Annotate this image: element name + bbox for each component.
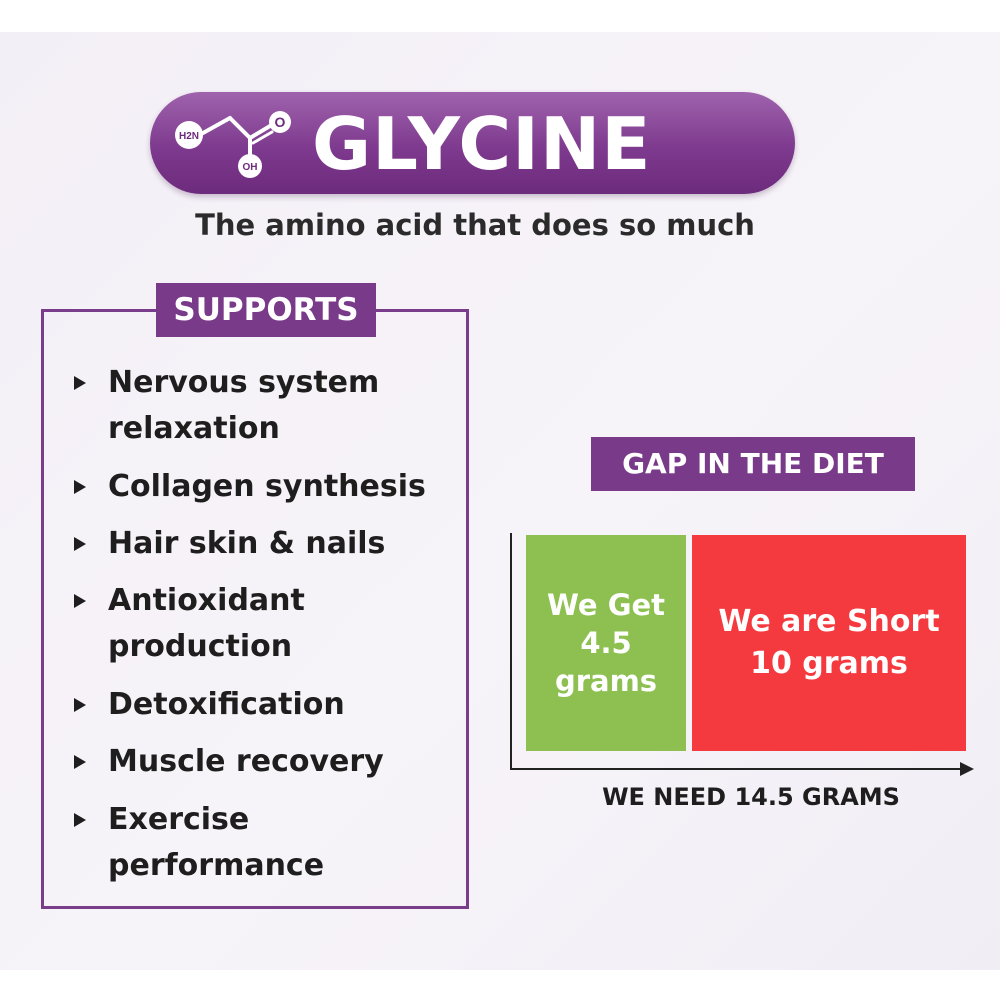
supports-item: Hair skin & nails: [108, 526, 386, 561]
y-axis: [510, 533, 512, 770]
x-axis: [510, 768, 962, 770]
amine-label: H2N: [179, 131, 199, 142]
glycine-molecule-icon: H2N O OH: [175, 111, 291, 178]
bullet-icon: [74, 537, 86, 551]
hydroxyl-label: OH: [243, 162, 258, 173]
supports-item: Antioxidant production: [108, 583, 305, 664]
supports-item: Detoxification: [108, 687, 345, 722]
bullet-icon: [74, 813, 86, 827]
supports-item: Exercise performance: [108, 802, 325, 883]
page-title: GLYCINE: [312, 102, 652, 186]
x-axis-arrow-icon: [960, 762, 974, 776]
gap-heading: GAP IN THE DIET: [591, 437, 915, 491]
title-banner: [150, 92, 795, 194]
bullet-icon: [74, 755, 86, 769]
tagline: The amino acid that does so much: [195, 208, 755, 242]
supports-item: Nervous system relaxation: [108, 365, 380, 446]
bullet-icon: [74, 594, 86, 608]
we-are-short-bar: We are Short 10 grams: [692, 535, 966, 751]
we-get-bar: We Get 4.5 grams: [526, 535, 686, 751]
supports-heading: SUPPORTS: [156, 283, 376, 337]
supports-item: Muscle recovery: [108, 744, 384, 779]
axis-label: WE NEED 14.5 GRAMS: [602, 783, 900, 811]
bullet-icon: [74, 376, 86, 390]
bullet-icon: [74, 480, 86, 494]
we-are-short-label: We are Short 10 grams: [718, 604, 940, 681]
carbonyl-o-label: O: [275, 114, 286, 130]
we-get-label: We Get 4.5 grams: [546, 588, 666, 698]
supports-item: Collagen synthesis: [108, 469, 426, 504]
bullet-icon: [74, 698, 86, 712]
